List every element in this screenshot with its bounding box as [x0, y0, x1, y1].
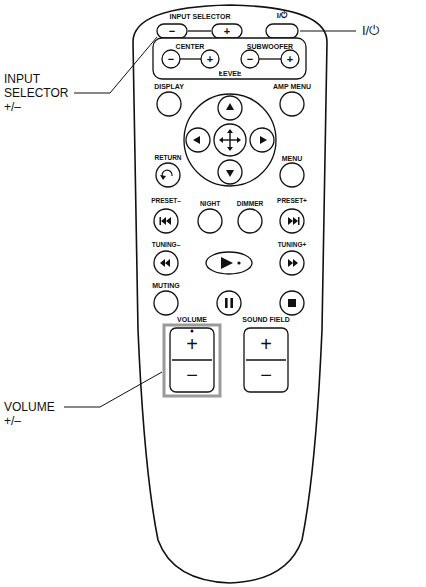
buttons [170, 328, 214, 392]
buttons [266, 24, 298, 38]
button-label: MUTING [152, 282, 180, 289]
callout-label: I/⏻ [362, 24, 379, 37]
buttons [280, 92, 304, 116]
button-label: PRESET– [151, 198, 181, 205]
button-sign: − [247, 54, 253, 65]
button-symbols [219, 129, 241, 151]
button-label: TUNING– [152, 242, 181, 249]
button-sign: + [186, 334, 198, 354]
buttons [154, 251, 178, 275]
button-sign: − [169, 26, 175, 37]
buttons [201, 50, 219, 68]
buttons [280, 163, 304, 187]
buttons [184, 94, 276, 186]
button-label: SOUND FIELD [242, 316, 289, 323]
buttons [157, 92, 181, 116]
button-symbols [298, 217, 300, 225]
button-label: I/⏻ [277, 12, 287, 20]
buttons [217, 291, 241, 315]
buttons [218, 96, 242, 120]
buttons [212, 24, 242, 38]
buttons [157, 24, 187, 38]
leader-line [300, 31, 356, 32]
button-label: RETURN [154, 155, 181, 162]
buttons [154, 209, 178, 233]
return-arrow-head [160, 175, 166, 180]
buttons [153, 24, 306, 392]
button-label: VOLUME [177, 316, 207, 323]
group-label: LEVEL [219, 70, 242, 77]
button-symbols [160, 259, 170, 267]
button-symbols [222, 139, 238, 140]
button-label: PRESET+ [277, 198, 307, 205]
leader-line [64, 372, 162, 407]
buttons [172, 359, 212, 360]
button-sign: − [168, 54, 174, 65]
button-label: SUBWOOFER [247, 43, 293, 50]
callout-label: VOLUME +/– [4, 400, 64, 428]
button-symbols [288, 299, 296, 307]
buttons [244, 328, 288, 392]
button-sign: + [224, 26, 230, 37]
button-symbols [191, 330, 194, 333]
button-symbols [288, 259, 298, 267]
buttons [238, 209, 262, 233]
button-label: TUNING+ [278, 242, 307, 249]
button-symbols [288, 217, 298, 225]
buttons [153, 38, 306, 79]
button-label: AMP MENU [273, 83, 311, 90]
buttons [206, 252, 252, 274]
button-symbols [193, 136, 200, 144]
buttons [180, 58, 201, 59]
remote-body [133, 5, 327, 583]
buttons [188, 30, 211, 31]
button-sign: − [186, 365, 198, 385]
buttons [214, 124, 246, 156]
button-symbols [226, 170, 234, 177]
buttons [154, 291, 178, 315]
button-symbols [225, 298, 228, 308]
button-label: MENU [282, 155, 303, 162]
buttons [241, 50, 259, 68]
button-symbols [260, 136, 267, 144]
leader-line [64, 31, 356, 407]
buttons [259, 58, 281, 59]
buttons [280, 251, 304, 275]
buttons [186, 128, 210, 152]
leader-line [74, 37, 157, 93]
buttons [281, 50, 299, 68]
buttons [218, 160, 242, 184]
buttons [198, 209, 222, 233]
buttons [280, 291, 304, 315]
button-symbols [226, 103, 234, 110]
button-symbols [160, 217, 162, 225]
buttons [156, 163, 180, 187]
button-label: CENTER [176, 43, 205, 50]
button-label: DIMMER [237, 201, 263, 208]
button-symbols [237, 261, 240, 264]
buttons [246, 359, 286, 360]
button-label: NIGHT [200, 201, 220, 208]
button-symbols [230, 298, 233, 308]
button-label: DISPLAY [154, 83, 184, 90]
remote-body [133, 5, 327, 583]
button-sign: + [260, 334, 272, 354]
buttons [162, 50, 180, 68]
highlight-frame [164, 325, 220, 396]
button-label: INPUT SELECTOR [170, 13, 231, 20]
button-sign: − [260, 365, 272, 385]
buttons [280, 209, 304, 233]
callout-label: INPUT SELECTOR +/– [4, 72, 74, 114]
button-sign: + [287, 54, 293, 65]
button-symbols [221, 257, 233, 269]
buttons [250, 128, 274, 152]
button-sign: + [207, 54, 213, 65]
button-symbols [160, 103, 300, 333]
button-symbols [161, 217, 171, 225]
